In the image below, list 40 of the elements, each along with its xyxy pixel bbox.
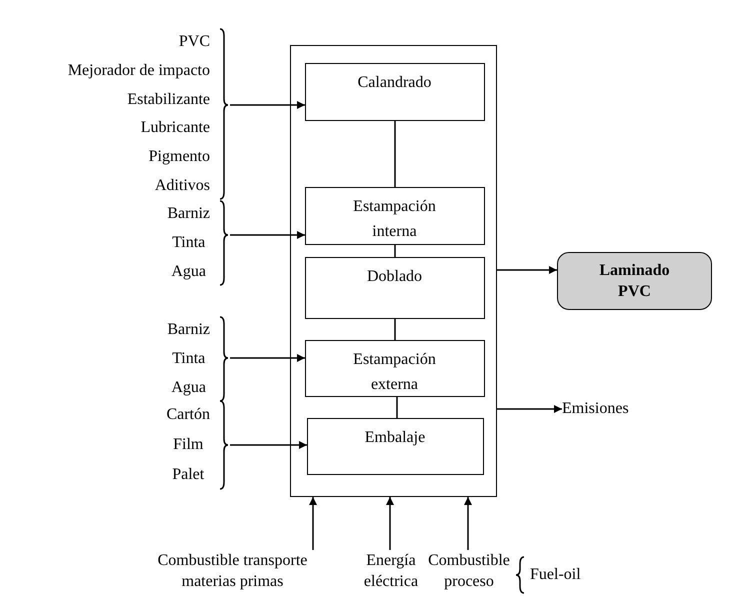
input-label: Combustible transporte materias primas <box>140 550 325 596</box>
process-box: Estampación interna <box>304 186 484 244</box>
material-label: PVC <box>178 32 210 52</box>
connector-line <box>396 397 398 418</box>
connector-line <box>394 245 396 257</box>
arrow <box>230 441 307 449</box>
material-label: Barniz <box>167 320 210 340</box>
input-label: Combustible proceso <box>428 550 510 596</box>
arrow <box>230 231 305 239</box>
material-label: Agua <box>171 262 206 282</box>
output-label: Emisiones <box>562 398 662 420</box>
process-box: Estampación externa <box>304 340 484 396</box>
material-label: Barniz <box>167 204 210 224</box>
material-label: Lubricante <box>140 118 210 138</box>
material-label: Cartón <box>166 405 210 425</box>
process-box: Calandrado <box>304 62 484 120</box>
material-label: Mejorador de impacto <box>68 60 210 81</box>
process-box: Embalaje <box>306 418 484 474</box>
connector-line <box>394 121 396 187</box>
fuel-type-label: Fuel-oil <box>530 565 581 585</box>
material-label: Palet <box>172 465 204 485</box>
arrow <box>464 497 472 550</box>
material-label: Film <box>173 435 204 455</box>
process-frame <box>290 45 497 497</box>
material-label: Estabilizante <box>127 90 210 110</box>
material-label: Pigmento <box>148 146 210 167</box>
arrow <box>230 101 305 109</box>
product-box: Laminado PVC <box>557 252 712 310</box>
material-label: Agua <box>171 378 206 398</box>
arrow <box>386 497 394 550</box>
process-box: Doblado <box>304 256 484 318</box>
arrow <box>497 405 562 413</box>
arrow <box>309 497 317 550</box>
input-label: Energía eléctrica <box>355 550 427 596</box>
material-label: Tinta <box>172 348 206 369</box>
material-label: Aditivos <box>154 176 210 196</box>
material-label: Tinta <box>172 232 206 253</box>
arrow <box>230 354 305 362</box>
arrow <box>497 266 557 274</box>
connector-line <box>394 319 396 340</box>
